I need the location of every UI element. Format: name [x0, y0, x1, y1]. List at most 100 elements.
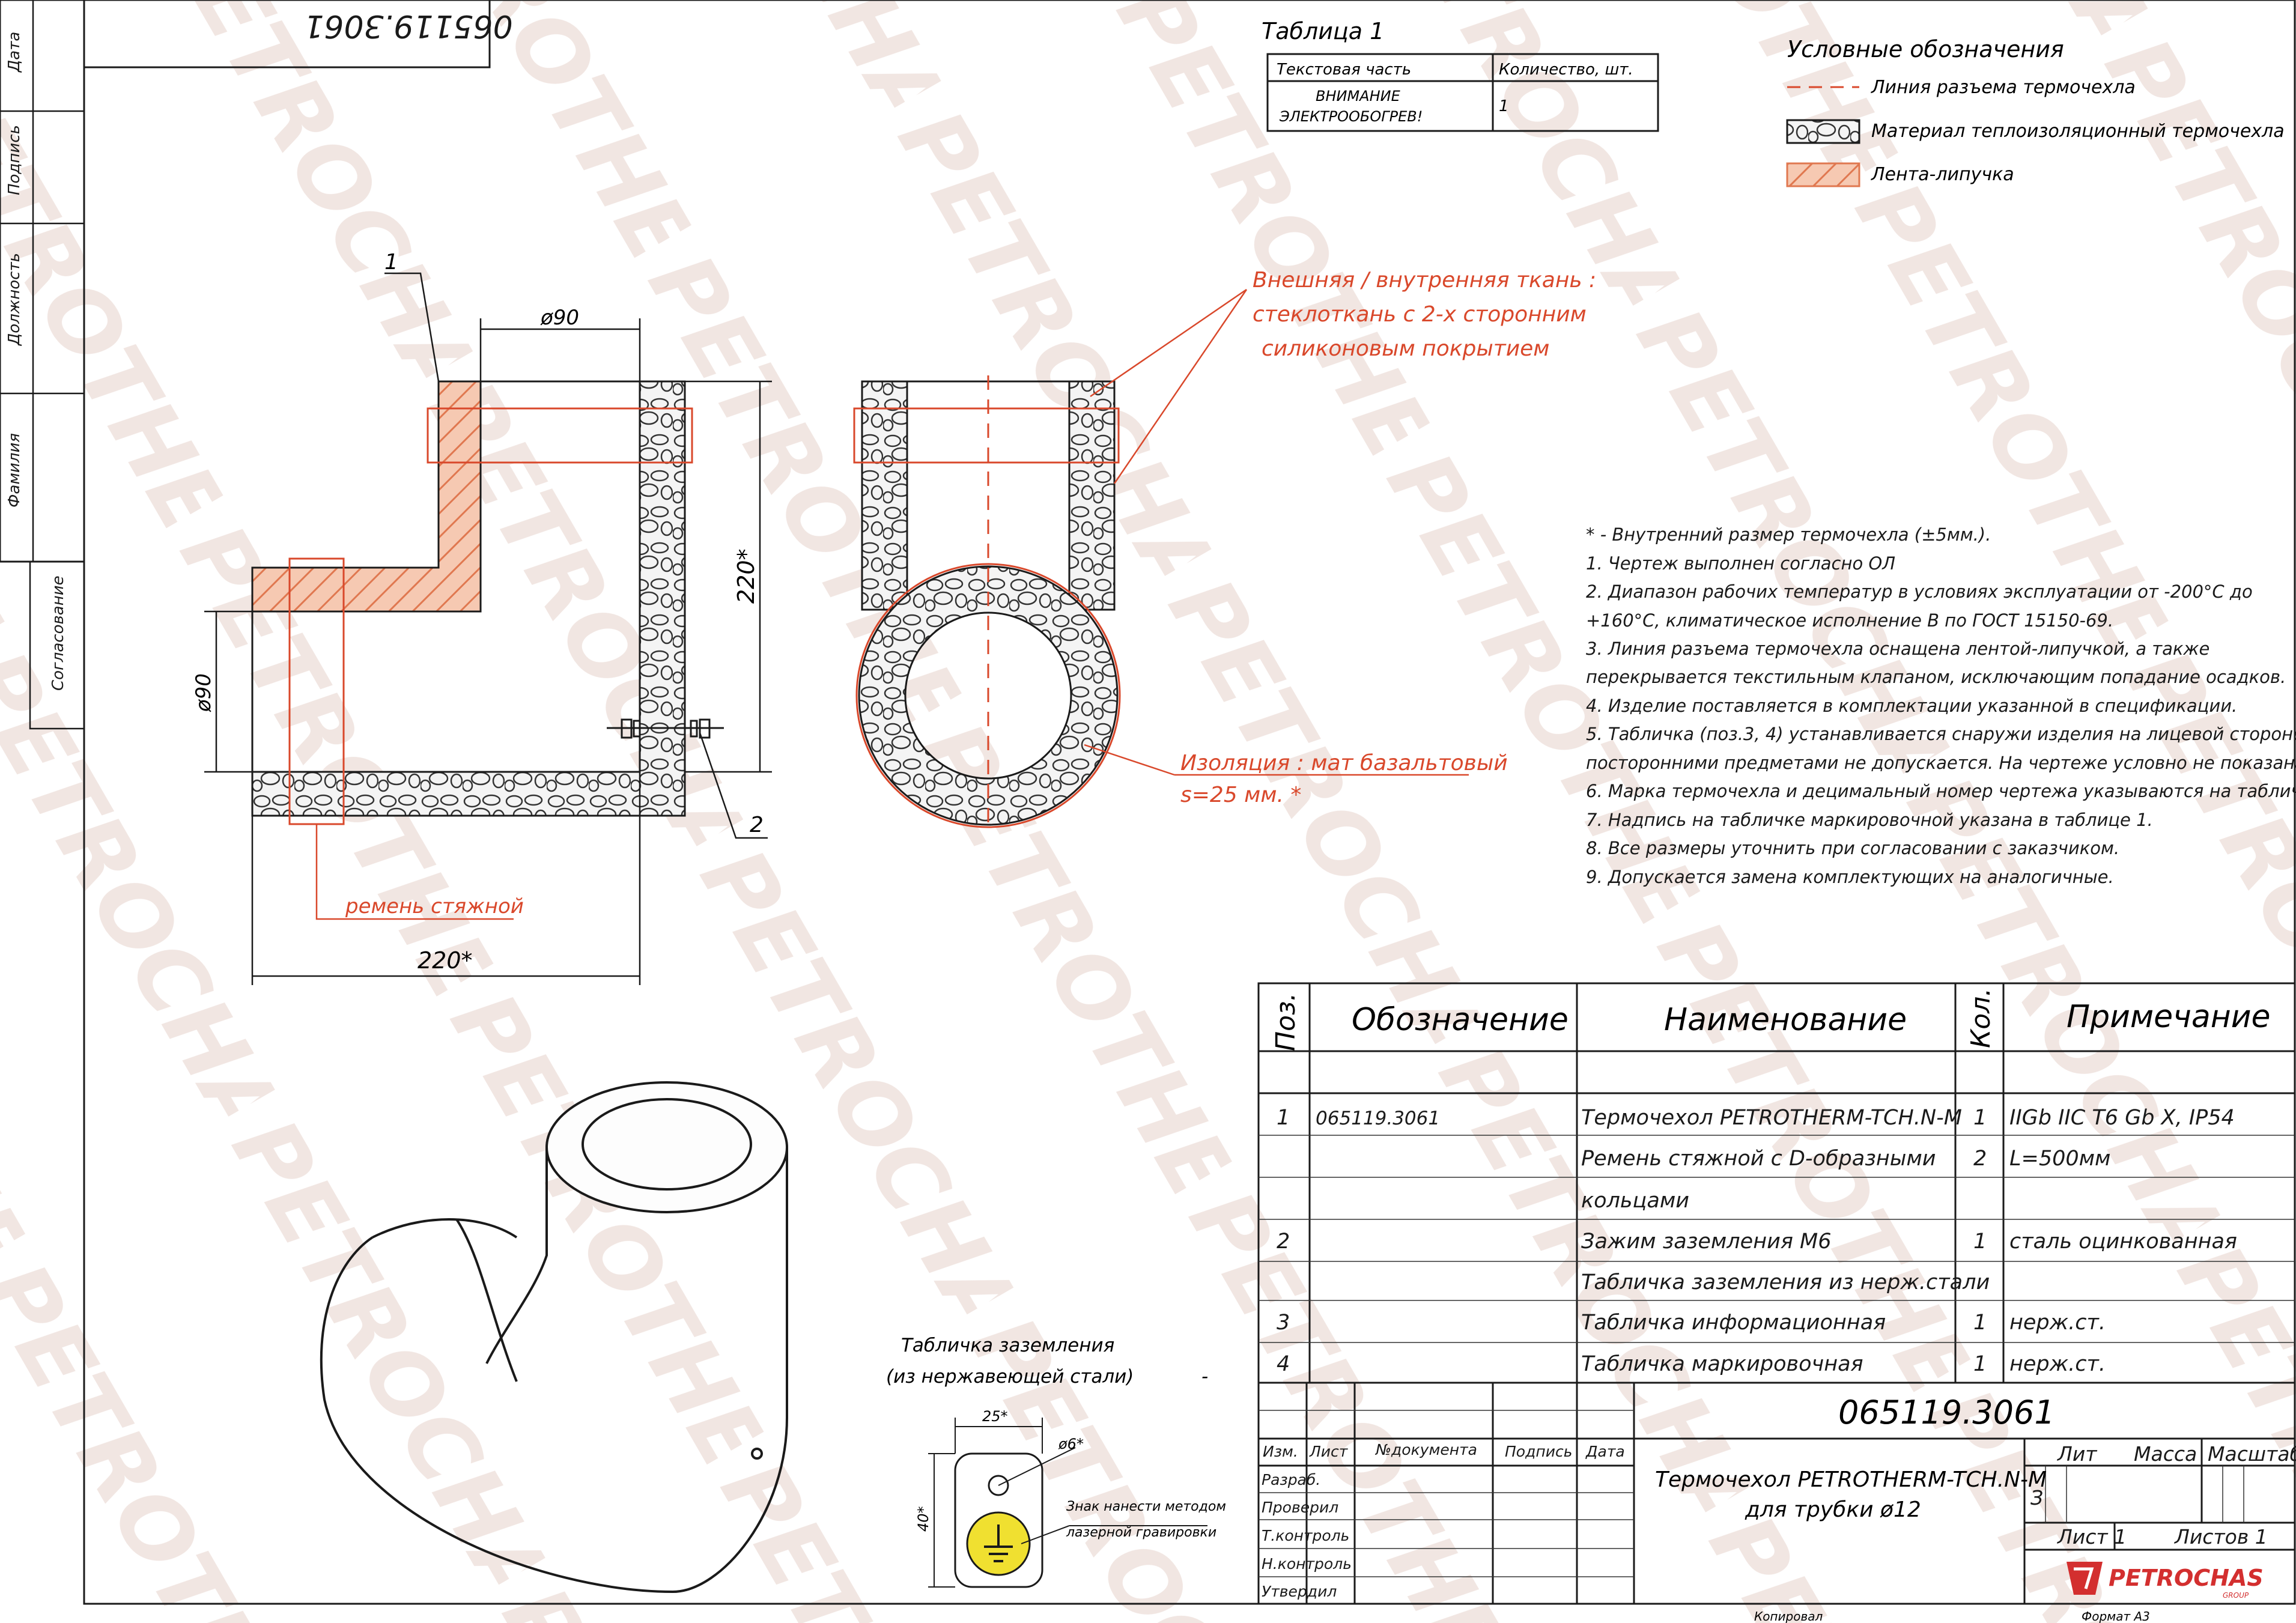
insulation-callout-1: Изоляция : мат базальтовый	[1180, 751, 1508, 775]
spec-row-7-pos: 4	[1277, 1352, 1290, 1376]
spec-row-3-name: кольцами	[1581, 1189, 1689, 1213]
logo-sub: GROUP	[2223, 1591, 2249, 1600]
spec-row-4-qty: 1	[1973, 1230, 1987, 1254]
role-ncontrol: Н.контроль	[1262, 1555, 1352, 1573]
mass-label: Масса	[2134, 1442, 2197, 1466]
left-strip: Дата Подпись Должность Фамилия Согласова…	[5, 32, 67, 691]
plate-dim-hole: ø6*	[1058, 1436, 1084, 1452]
copied-label: Копировал	[1754, 1609, 1823, 1623]
table-1-text-2: ЭЛЕКТРООБОГРЕВ!	[1279, 108, 1423, 125]
spec-row-6-qty: 1	[1973, 1311, 1987, 1335]
note-2: 2. Диапазон рабочих температур в условия…	[1586, 581, 2253, 602]
spec-header-name: Наименование	[1664, 1002, 1907, 1038]
pos-1-label: 1	[384, 250, 398, 275]
dim-width: 220*	[418, 947, 473, 974]
spec-header-qty: Кол.	[1966, 988, 1996, 1048]
dim-left-diameter: ø90	[192, 673, 216, 712]
note-11: 8. Все размеры уточнить при согласовании…	[1586, 838, 2119, 858]
role-developer: Разраб.	[1262, 1471, 1320, 1488]
title-code: 065119.3061	[1838, 1394, 2055, 1431]
col-document: №документа	[1374, 1441, 1477, 1458]
plate-title-2: (из нержавеющей стали)	[886, 1366, 1134, 1388]
col-sheet: Лист	[1309, 1443, 1349, 1460]
spec-row-4-name: Зажим заземления М6	[1581, 1230, 1831, 1254]
sheets-total: Листов 1	[2174, 1525, 2268, 1549]
spec-row-1-note: IIGb IIC T6 Gb X, IP54	[2009, 1106, 2235, 1130]
plate-dash: -	[1201, 1366, 1208, 1388]
col-change: Изм.	[1263, 1443, 1298, 1460]
title-product-1: Термочехол PETROTHERM-TCH.N-M	[1655, 1467, 2047, 1492]
strip-surname: Фамилия	[5, 433, 23, 508]
spec-row-2-qty: 2	[1973, 1147, 1987, 1171]
fabric-callout-2: стеклоткань с 2-х сторонним	[1253, 302, 1587, 327]
plate-engrave-2: лазерной гравировки	[1066, 1525, 1216, 1540]
legend-label-split: Линия разъема термочехла	[1871, 77, 2136, 98]
strip-approval: Согласование	[49, 575, 67, 691]
strip-position: Должность	[5, 253, 23, 346]
legend-title: Условные обозначения	[1787, 36, 2064, 62]
col-date: Дата	[1585, 1443, 1625, 1460]
note-0: * - Внутренний размер термочехла (±5мм.)…	[1586, 524, 1991, 545]
legend: Условные обозначения Линия разъема термо…	[1786, 36, 2285, 187]
ground-clamp-icon	[607, 718, 724, 739]
table-1-header-text: Текстовая часть	[1277, 61, 1411, 79]
elbow-3d-view	[320, 1081, 788, 1594]
role-checker: Проверил	[1262, 1499, 1338, 1516]
spec-header-pos: Поз.	[1271, 993, 1301, 1051]
grounding-plate: Табличка заземления (из нержавеющей стал…	[886, 1335, 1226, 1588]
spec-row-6-note: нерж.ст.	[2009, 1311, 2106, 1335]
strip-date: Дата	[5, 32, 23, 73]
logo-text: PETROCHAS	[2109, 1565, 2264, 1591]
spec-table: Поз. Обозначение Наименование Кол. Приме…	[1257, 982, 2296, 1384]
table-1-qty: 1	[1499, 97, 1509, 115]
side-view: Внешняя / внутренняя ткань : стеклоткань…	[853, 268, 1596, 828]
note-3: +160°С, климатическое исполнение В по ГО…	[1586, 610, 2113, 631]
note-10: 7. Надпись на табличке маркировочной ука…	[1586, 810, 2153, 830]
insulation-callout-2: s=25 мм. *	[1180, 783, 1301, 807]
note-6: 4. Изделие поставляется в комплектации у…	[1586, 696, 2237, 716]
lit-label: Лит	[2057, 1442, 2098, 1466]
petrochas-logo: PETROCHAS GROUP	[2067, 1562, 2264, 1600]
note-5: перекрывается текстильным клапаном, искл…	[1586, 667, 2286, 687]
notes: * - Внутренний размер термочехла (±5мм.)…	[1586, 524, 2296, 887]
spec-header-designation: Обозначение	[1352, 1002, 1569, 1038]
spec-row-4-pos: 2	[1277, 1230, 1290, 1254]
plate-dim-height: 40*	[915, 1506, 932, 1532]
insulation-pattern-icon	[1786, 119, 1860, 144]
sheet-number: Лист 1	[2057, 1525, 2127, 1549]
note-9: 6. Марка термочехла и децимальный номер …	[1586, 781, 2296, 801]
pos-2-label: 2	[750, 813, 764, 837]
format-label: Формат А3	[2082, 1609, 2150, 1623]
title-product-2: для трубки ø12	[1745, 1497, 1921, 1522]
dim-top-diameter: ø90	[540, 306, 579, 330]
table-1-text-1: ВНИМАНИЕ	[1316, 88, 1401, 105]
table-1: Таблица 1 Текстовая часть Количество, шт…	[1262, 18, 1659, 132]
role-tcontrol: Т.контроль	[1262, 1527, 1349, 1544]
note-4: 3. Линия разъема термочехла оснащена лен…	[1586, 639, 2209, 659]
table-1-header-qty: Количество, шт.	[1499, 61, 1633, 79]
col-signature: Подпись	[1505, 1443, 1572, 1460]
spec-row-7-qty: 1	[1973, 1352, 1987, 1376]
hatch-pattern-icon	[1786, 162, 1860, 187]
spec-row-2-note: L=500мм	[2009, 1147, 2110, 1171]
spec-header-note: Примечание	[2067, 999, 2271, 1035]
note-1: 1. Чертеж выполнен согласно ОЛ	[1586, 553, 1895, 574]
spec-row-4-note: сталь оцинкованная	[2009, 1230, 2237, 1254]
front-view: ø90 ø90 220* 220* 1 2 ремень стяжной	[192, 250, 772, 985]
spec-row-1-pos: 1	[1277, 1106, 1290, 1130]
spec-row-1-name: Термочехол PETROTHERM-TCH.N-M	[1581, 1106, 1962, 1130]
stamp-code-rotated: 065119.3061	[304, 8, 512, 44]
legend-label-insulation: Материал теплоизоляционный термочехла	[1871, 121, 2285, 142]
role-approver: Утвердил	[1262, 1583, 1337, 1600]
lit-value: З	[2030, 1486, 2043, 1509]
spec-row-5-name: Табличка заземления из нерж.стали	[1581, 1270, 1990, 1294]
note-12: 9. Допускается замена комплектующих на а…	[1586, 867, 2114, 887]
strip-signature: Подпись	[5, 125, 23, 195]
fabric-callout-3: силиконовым покрытием	[1262, 336, 1549, 361]
title-block: 065119.3061 Термочехол PETROTHERM-TCH.N-…	[1257, 1382, 2296, 1623]
note-8: посторонними предметами не допускается. …	[1586, 753, 2296, 773]
note-7: 5. Табличка (поз.3, 4) устанавливается с…	[1586, 724, 2296, 744]
scale-label: Масштаб	[2208, 1442, 2296, 1466]
